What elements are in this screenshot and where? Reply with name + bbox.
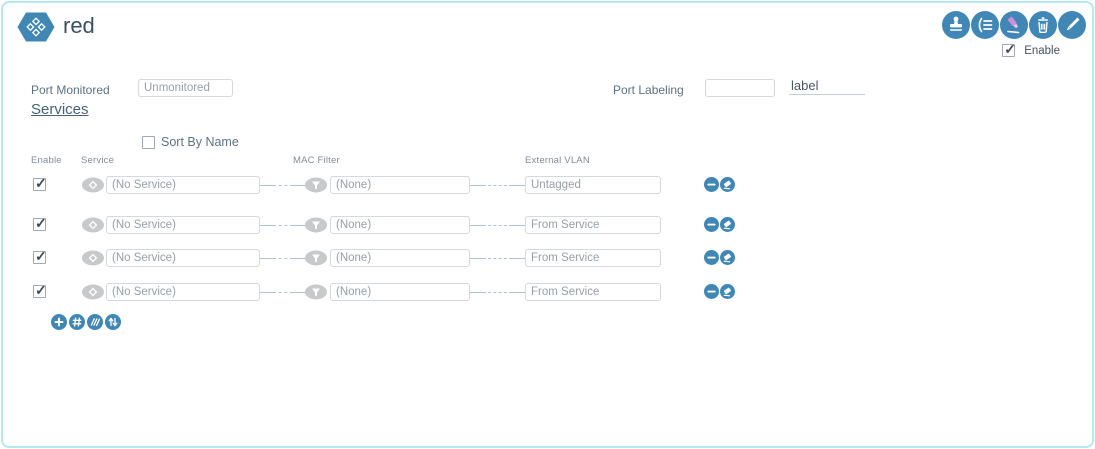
service-row: (No Service) (None) From Service [3, 248, 1092, 272]
port-enable-row: Enable [1002, 41, 1060, 58]
port-hexagon-icon [17, 12, 55, 42]
connector-line [260, 258, 306, 259]
service-icon [82, 250, 104, 266]
port-labeling-label: Port Labeling [613, 83, 684, 97]
top-toolbar [942, 11, 1086, 39]
highlight-button[interactable] [1000, 11, 1028, 39]
service-icon [82, 177, 104, 193]
edit-pencil-icon [1066, 17, 1080, 31]
connector-line [260, 292, 306, 293]
column-header-service: Service [81, 155, 115, 166]
erase-row-button[interactable] [720, 177, 735, 192]
row-enable-checkbox[interactable] [33, 248, 47, 265]
row-enable-checkbox[interactable] [33, 215, 47, 232]
sort-by-name-label: Sort By Name [161, 135, 239, 149]
eraser-icon [723, 220, 731, 230]
add-service-button[interactable] [51, 314, 67, 330]
service-select[interactable]: (No Service) [106, 283, 260, 301]
services-bottom-toolbar [51, 314, 121, 330]
service-select[interactable]: (No Service) [106, 176, 260, 194]
remove-row-button[interactable] [704, 250, 719, 265]
details-log-button[interactable] [971, 11, 999, 39]
row-enable-checkbox[interactable] [33, 175, 47, 192]
stamp-button[interactable] [942, 11, 970, 39]
service-icon [82, 217, 104, 233]
external-vlan-select[interactable]: From Service [525, 283, 661, 301]
mac-filter-select[interactable]: (None) [330, 216, 470, 234]
service-icon [82, 284, 104, 300]
eraser-icon [723, 253, 731, 263]
hash-icon [72, 317, 82, 327]
minus-icon [707, 183, 716, 186]
reorder-button[interactable] [105, 314, 121, 330]
stamp-icon [950, 16, 962, 31]
sort-by-name-checkbox[interactable] [142, 135, 155, 149]
external-vlan-select[interactable]: Untagged [525, 176, 661, 194]
row-actions [704, 217, 735, 232]
remove-row-button[interactable] [704, 177, 719, 192]
port-enable-checkbox[interactable] [1002, 41, 1016, 58]
list-details-icon [978, 17, 993, 33]
highlighter-icon [1007, 16, 1020, 34]
external-vlan-select[interactable]: From Service [525, 249, 661, 267]
mac-filter-icon [305, 177, 327, 193]
mac-filter-select[interactable]: (None) [330, 249, 470, 267]
service-row: (No Service) (None) From Service [3, 215, 1092, 239]
plus-icon [54, 317, 64, 327]
minus-icon [707, 256, 716, 259]
trash-icon [1038, 17, 1048, 33]
row-enable-checkbox[interactable] [33, 282, 47, 299]
connector-line [470, 258, 525, 259]
remove-row-button[interactable] [704, 284, 719, 299]
clone-button[interactable] [87, 314, 103, 330]
row-actions [704, 284, 735, 299]
erase-row-button[interactable] [720, 250, 735, 265]
remove-row-button[interactable] [704, 217, 719, 232]
row-actions [704, 177, 735, 192]
connector-line [470, 292, 525, 293]
service-select[interactable]: (No Service) [106, 216, 260, 234]
mac-filter-select[interactable]: (None) [330, 176, 470, 194]
services-link[interactable]: Services [31, 101, 89, 118]
minus-icon [707, 223, 716, 226]
service-row: (No Service) (None) From Service [3, 282, 1092, 306]
connector-line [260, 185, 306, 186]
sort-by-name-row: Sort By Name [142, 135, 239, 149]
mac-filter-icon [305, 217, 327, 233]
mac-filter-icon [305, 284, 327, 300]
connector-line [470, 185, 525, 186]
edit-button[interactable] [1058, 11, 1086, 39]
row-actions [704, 250, 735, 265]
delete-button[interactable] [1029, 11, 1057, 39]
hash-button[interactable] [69, 314, 85, 330]
service-row: (No Service) (None) Untagged [3, 175, 1092, 199]
eraser-icon [723, 180, 731, 190]
column-header-external-vlan: External VLAN [525, 155, 590, 166]
port-label-field[interactable]: label [789, 77, 865, 95]
external-vlan-select[interactable]: From Service [525, 216, 661, 234]
port-monitored-label: Port Monitored [31, 83, 110, 97]
erase-row-button[interactable] [720, 217, 735, 232]
connector-line [470, 225, 525, 226]
mac-filter-icon [305, 250, 327, 266]
port-monitored-input[interactable]: Unmonitored [138, 79, 233, 97]
up-down-arrows-icon [108, 317, 118, 327]
mac-filter-select[interactable]: (None) [330, 283, 470, 301]
column-header-mac-filter: MAC Filter [293, 155, 340, 166]
port-labeling-input[interactable] [705, 79, 775, 97]
column-header-enable: Enable [31, 155, 62, 166]
port-enable-label: Enable [1024, 44, 1060, 57]
service-select[interactable]: (No Service) [106, 249, 260, 267]
eraser-icon [723, 287, 731, 297]
page-title: red [63, 13, 95, 38]
minus-icon [707, 290, 716, 293]
connector-line [260, 225, 306, 226]
erase-row-button[interactable] [720, 284, 735, 299]
slashes-icon [90, 318, 101, 327]
